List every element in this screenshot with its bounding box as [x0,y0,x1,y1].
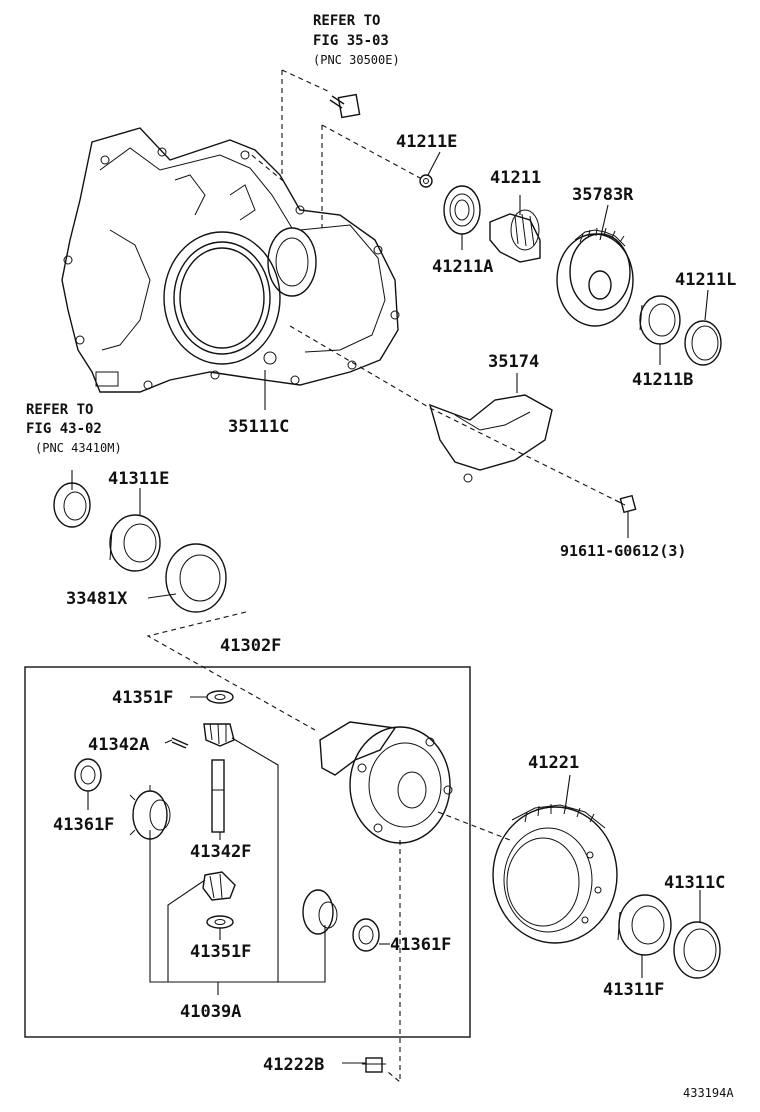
bearing-41211A[interactable] [443,185,481,235]
differential-case[interactable] [319,721,453,844]
label-41302F: 41302F [220,636,281,656]
label-41342F: 41342F [190,842,251,862]
label-41311C: 41311C [664,873,725,893]
label-41351F-top: 41351F [112,688,173,708]
assembly-lines [146,69,626,1084]
deflector-35174[interactable] [428,394,553,483]
label-41351F-bottom: 41351F [190,942,251,962]
bearing-41311E[interactable] [109,514,161,572]
label-41361F-right: 41361F [390,935,451,955]
refer-top-line2: FIG 35-03 [313,33,389,49]
label-41211B: 41211B [632,370,693,390]
label-41311E: 41311E [108,469,169,489]
label-33481X: 33481X [66,589,128,609]
refer-top-line1: REFER TO [313,13,380,29]
leader-lines [71,151,709,1064]
shim-41311C[interactable] [673,921,721,979]
figure-id: 433194A [683,1086,734,1100]
pinion-41211[interactable] [489,209,541,263]
pin-41342A[interactable] [171,737,189,749]
bolt-91611[interactable] [614,494,637,514]
label-41361F-left: 41361F [53,815,114,835]
label-35783R: 35783R [572,185,634,205]
label-41221: 41221 [528,753,579,773]
part-labels: REFER TO FIG 35-03 (PNC 30500E) 41211E 4… [26,13,736,1100]
bolt-housing[interactable] [329,93,361,119]
label-41342A: 41342A [88,735,149,755]
shim-41211L[interactable] [684,320,722,366]
kit-box-41302F [24,666,471,1038]
washer-41351F-bottom[interactable] [206,915,234,929]
refer-left-line1: REFER TO [26,402,93,418]
ring-gear-41221[interactable] [492,804,618,944]
label-41311F: 41311F [603,980,664,1000]
washer-41361F-left[interactable] [74,758,102,792]
washer-41361F-right[interactable] [352,918,380,952]
transaxle-housing[interactable] [61,127,400,393]
side-gear-right[interactable] [302,889,338,935]
label-41211A: 41211A [432,257,493,277]
refer-left-line2: FIG 43-02 [26,421,102,437]
nut-41211E[interactable] [419,174,433,188]
label-41039A: 41039A [180,1002,241,1022]
seal-33481X[interactable] [165,543,227,613]
pinion-gear-bottom[interactable] [202,871,236,901]
label-41211L: 41211L [675,270,736,290]
bearing-41311F[interactable] [617,894,672,956]
kit-bracket-41039A [149,737,326,995]
label-41211E: 41211E [396,132,457,152]
refer-left-line3: (PNC 43410M) [35,441,122,455]
washer-41351F-top[interactable] [206,690,234,704]
gear-35783R[interactable] [556,227,634,327]
label-91611: 91611-G0612(3) [560,542,686,560]
label-41211: 41211 [490,168,541,188]
shaft-41342F[interactable] [211,759,225,833]
refer-top-line3: (PNC 30500E) [313,53,400,67]
bolt-41222B[interactable] [362,1057,386,1073]
bearing-41211B[interactable] [639,295,681,345]
label-35174: 35174 [488,352,539,372]
pinion-gear-top[interactable] [203,723,235,747]
label-41222B: 41222B [263,1055,324,1075]
label-35111C: 35111C [228,417,289,437]
